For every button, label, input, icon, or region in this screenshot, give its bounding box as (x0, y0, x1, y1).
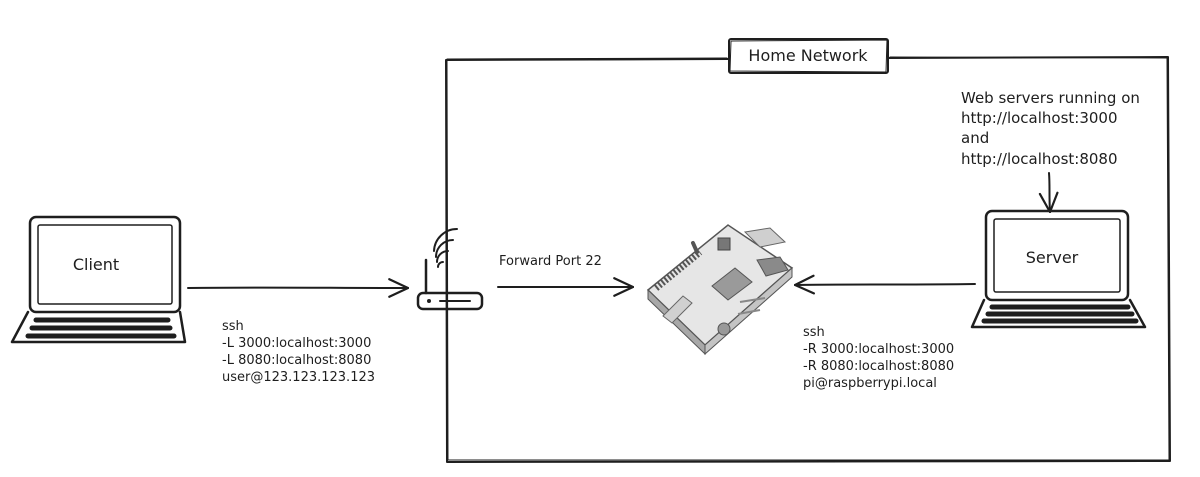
client-label: Client (73, 255, 119, 274)
home-network-boundary (445, 56, 1171, 463)
forward-port-label: Forward Port 22 (499, 254, 602, 269)
client-laptop-icon: Client (10, 215, 187, 344)
client-command-line-3: -L 8080:localhost:8080 (222, 353, 371, 368)
home-network-label-box: Home Network (728, 38, 889, 74)
server-command-line-2: -R 3000:localhost:3000 (803, 342, 954, 357)
server-command-line-1: ssh (803, 325, 825, 340)
server-to-pi-arrow (795, 284, 976, 285)
server-label: Server (1026, 248, 1079, 267)
server-command-line-4: pi@raspberrypi.local (803, 376, 937, 391)
server-note-line-2: http://localhost:3000 (961, 109, 1118, 127)
router-icon (416, 227, 484, 311)
server-note-line-3: and (961, 129, 989, 147)
client-ssh-command: ssh -L 3000:localhost:3000 -L 8080:local… (222, 319, 375, 385)
server-note-line-4: http://localhost:8080 (961, 150, 1118, 168)
server-web-note: Web servers running on http://localhost:… (961, 89, 1140, 168)
note-to-server-arrow (1049, 172, 1050, 212)
client-command-line-4: user@123.123.123.123 (222, 370, 375, 385)
client-command-line-2: -L 3000:localhost:3000 (222, 336, 371, 351)
server-note-line-1: Web servers running on (961, 89, 1140, 107)
raspberry-pi-icon (646, 224, 794, 356)
server-ssh-command: ssh -R 3000:localhost:3000 -R 8080:local… (803, 325, 954, 391)
home-network-title: Home Network (748, 46, 868, 65)
server-command-line-3: -R 8080:localhost:8080 (803, 359, 954, 374)
server-laptop-icon: Server (970, 209, 1147, 329)
client-command-line-1: ssh (222, 319, 244, 334)
